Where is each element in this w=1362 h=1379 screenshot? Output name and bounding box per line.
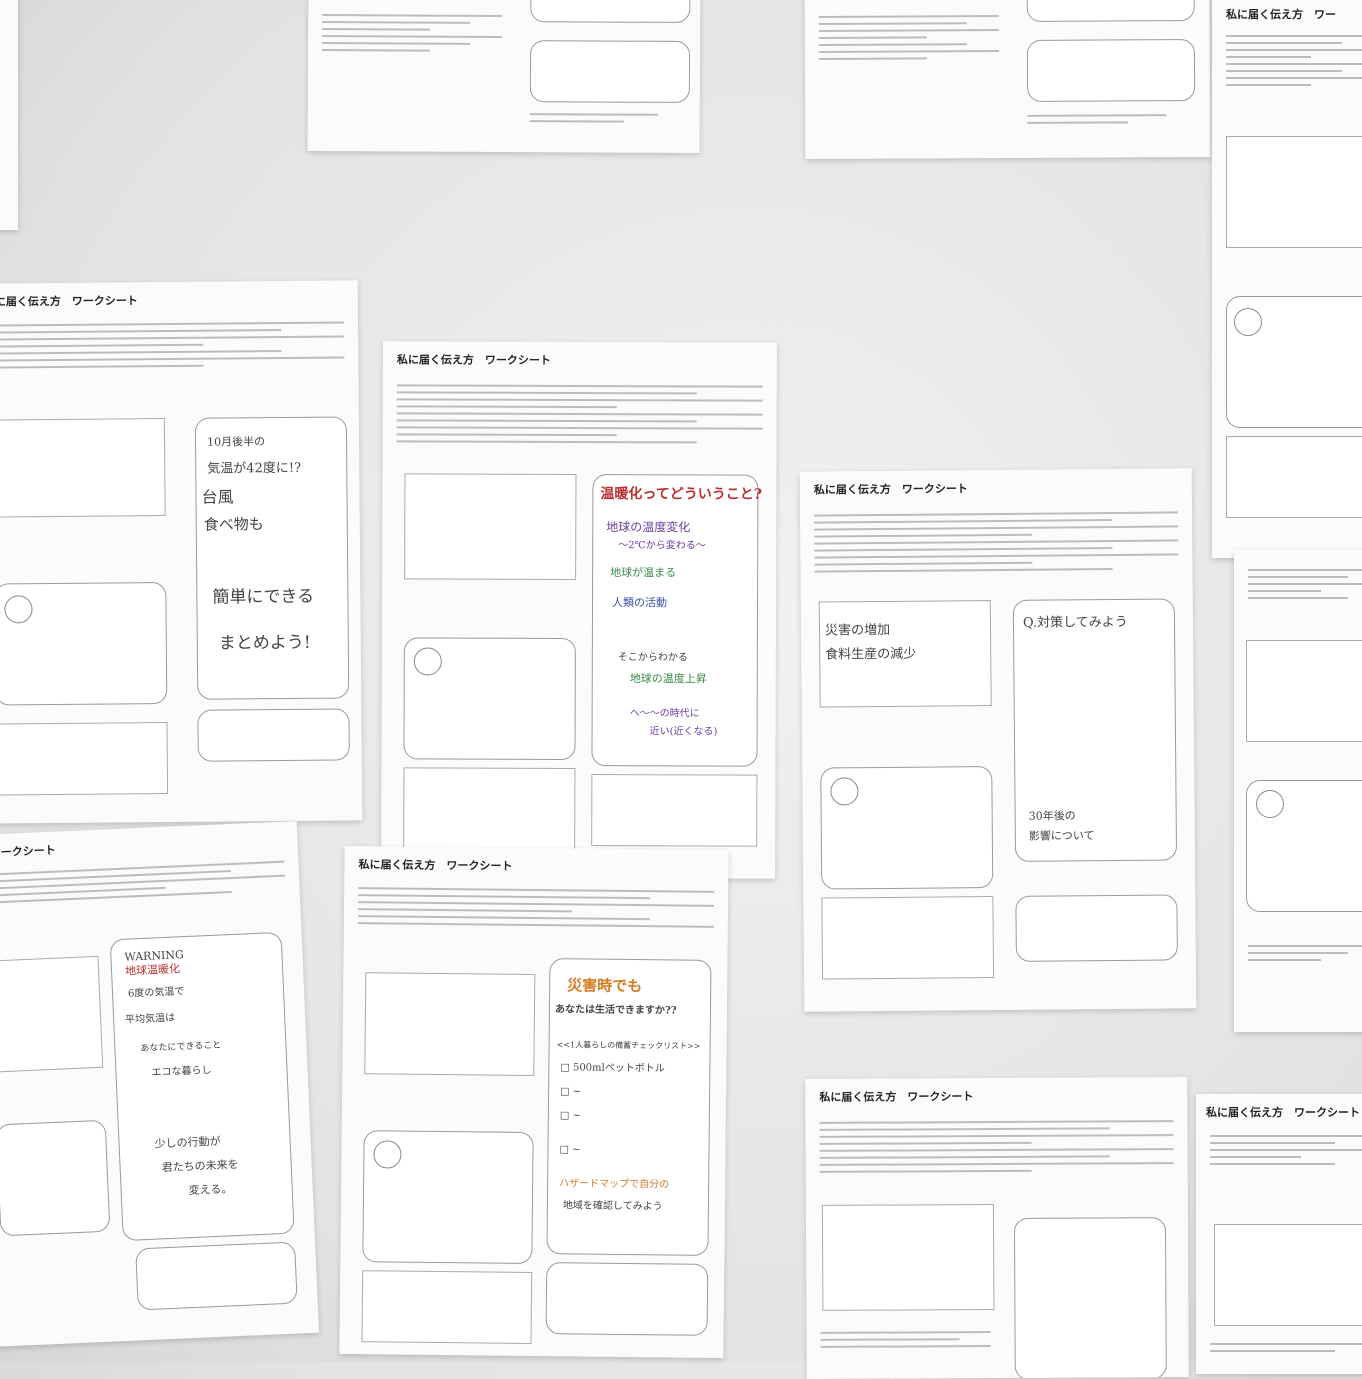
worksheet-top-right xyxy=(804,0,1211,160)
answer-box xyxy=(821,1204,995,1311)
answer-box xyxy=(0,418,166,518)
worksheet-bottom-right: 私に届く伝え方 ワークシート xyxy=(805,1077,1189,1379)
sheet-title: 私に届く伝え方 ワークシート xyxy=(396,353,551,367)
avatar xyxy=(830,777,859,806)
reason-box xyxy=(0,722,169,796)
poster-subheading: あなたは生活できますか?? xyxy=(554,1004,677,1017)
handwritten-note: 影響について xyxy=(1028,829,1095,843)
sheet-title: 私に届く伝え方 ワークシート xyxy=(819,1090,974,1104)
poster-heading: 災害時でも xyxy=(567,976,643,996)
handwritten-note: 〜2℃から変わる〜 xyxy=(618,540,706,552)
reason-box xyxy=(821,896,995,980)
handwritten-note: 地球が温まる xyxy=(610,566,677,580)
handwritten-note: 気温が42度に!? xyxy=(207,460,302,477)
answer-box xyxy=(1214,1224,1362,1326)
answer-box xyxy=(364,972,536,1077)
handwritten-note: 地球温暖化 xyxy=(124,962,181,978)
handwritten-note: Q.対策してみよう xyxy=(1022,614,1128,631)
worksheet-bottom-far-right: 私に届く伝え方 ワークシート xyxy=(1196,1094,1362,1374)
summary-box xyxy=(1015,894,1178,962)
worksheet-left-edge xyxy=(0,0,18,230)
sheet-title: 私に届く伝え方 ワークシート xyxy=(358,858,513,873)
avatar xyxy=(1234,308,1262,336)
answer-box xyxy=(1026,0,1195,22)
summary-box xyxy=(1226,436,1362,518)
handwritten-note: 地域を確認してみよう xyxy=(562,1200,663,1213)
answer-box xyxy=(530,0,691,23)
worksheet-bottom-left: ワークシート WARNING 地球温暖化 6度の気温で 平均気温は あなたにでき… xyxy=(0,821,320,1347)
handwritten-note: 少しの行動が xyxy=(154,1134,221,1151)
handwritten-note: 平均気温は xyxy=(124,1012,176,1026)
poster-box xyxy=(591,474,759,767)
summary-box xyxy=(529,40,691,103)
worksheet-center: 私に届く伝え方 ワークシート 温暖化ってどういうこと? 地球の温度変化 〜2℃か… xyxy=(381,341,777,879)
handwritten-note: 食べ物も xyxy=(203,515,264,534)
handwritten-note: 変える。 xyxy=(188,1182,233,1198)
handwritten-note: そこからわかる xyxy=(617,652,688,664)
checklist-item: □ ~ xyxy=(559,1110,581,1122)
summary-box xyxy=(591,774,758,847)
handwritten-note: 台風 xyxy=(201,487,234,507)
handwritten-note: まとめよう! xyxy=(218,632,311,654)
poster-box xyxy=(1013,1217,1167,1379)
worksheet-center-right: 私に届く伝え方 ワークシート 災害の増加 食料生産の減少 Q.対策してみよう 3… xyxy=(799,468,1197,1012)
sheet-title: 私に届く伝え方 ワークシート xyxy=(1206,1106,1360,1119)
persona-box xyxy=(0,1119,111,1237)
handwritten-note: エコな暮らし xyxy=(151,1065,212,1079)
answer-box xyxy=(1226,136,1362,248)
sheet-title: 私に届く伝え方 ワークシート xyxy=(813,482,968,497)
worksheet-far-right-middle xyxy=(1234,550,1362,1032)
handwritten-note: ハザードマップで自分の xyxy=(559,1178,670,1191)
avatar xyxy=(4,595,33,624)
avatar xyxy=(373,1140,402,1169)
worksheet-top-middle xyxy=(307,0,701,154)
handwritten-note: 地球の温度上昇 xyxy=(629,672,707,686)
handwritten-note: 簡単にできる xyxy=(212,586,315,608)
answer-box xyxy=(0,955,104,1073)
checklist-item: □ 500mlペットボトル xyxy=(560,1062,665,1075)
handwritten-note: 食料生産の減少 xyxy=(825,646,917,663)
summary-box xyxy=(197,708,350,762)
reason-box xyxy=(403,767,576,850)
avatar xyxy=(413,647,442,676)
answer-box xyxy=(1246,640,1362,742)
summary-box xyxy=(1026,39,1196,102)
poster-box xyxy=(194,416,350,700)
checklist-item: □ ~ xyxy=(560,1086,582,1098)
handwritten-note: へ〜〜の時代に xyxy=(629,708,700,720)
summary-box xyxy=(135,1241,298,1311)
checklist-item: □ ~ xyxy=(559,1144,581,1156)
worksheet-bottom-center: 私に届く伝え方 ワークシート 災害時でも あなたは生活できますか?? <<1人暮… xyxy=(339,846,729,1358)
avatar xyxy=(1256,790,1284,818)
summary-box xyxy=(545,1262,709,1336)
sheet-title: ワークシート xyxy=(0,843,56,860)
answer-box xyxy=(404,473,577,580)
handwritten-note: 人類の活動 xyxy=(612,596,668,610)
handwritten-note: 30年後の xyxy=(1028,809,1076,823)
handwritten-note: 6度の気温で xyxy=(127,986,185,1000)
handwritten-note: 災害の増加 xyxy=(824,622,891,639)
poster-heading: 温暖化ってどういうこと? xyxy=(600,486,762,503)
handwritten-note: 10月後半の xyxy=(206,435,266,449)
worksheet-far-right-top: 私に届く伝え方 ワー xyxy=(1212,0,1362,558)
worksheet-left-middle: 私に届く伝え方 ワークシート 10月後半の 気温が42度に!? 台風 食べ物も … xyxy=(0,280,363,824)
handwritten-note: 近い(近くなる) xyxy=(649,726,718,738)
sheet-title: 私に届く伝え方 ワー xyxy=(1226,8,1336,21)
sheet-title: 私に届く伝え方 ワークシート xyxy=(0,294,138,309)
reason-box xyxy=(361,1270,533,1344)
handwritten-note: 地球の温度変化 xyxy=(606,520,691,535)
checklist-title: <<1人暮らしの備蓄チェックリスト>> xyxy=(556,1040,701,1051)
